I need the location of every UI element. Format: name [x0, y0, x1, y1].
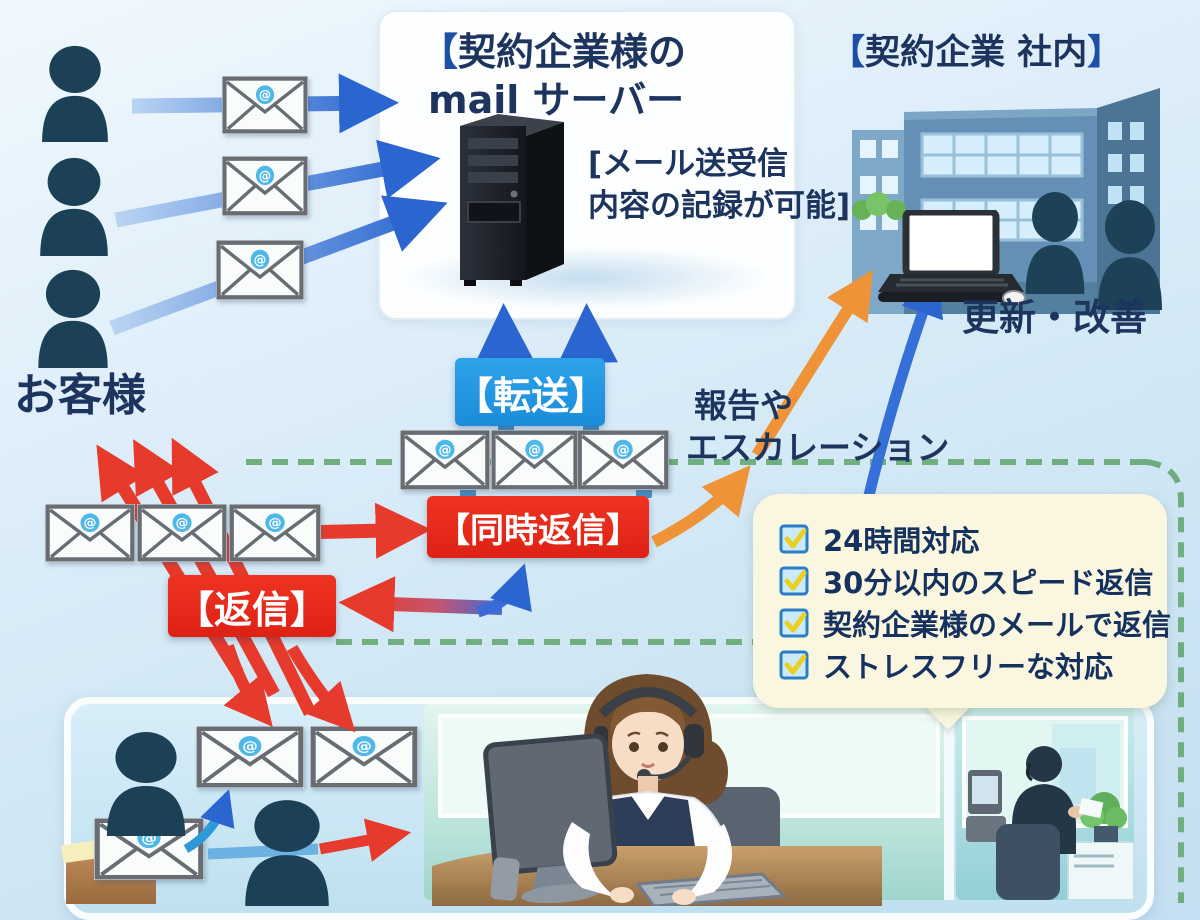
benefit-item: 30分以内のスピード返信 — [779, 560, 1153, 602]
envelope-icon: @ — [222, 76, 308, 134]
update-improve-label: 更新・改善 — [962, 296, 1147, 339]
support-operator-illustration — [432, 674, 882, 906]
staff-person-icon — [1022, 190, 1088, 294]
company-title: 【契約企業 社内】 — [830, 32, 1122, 74]
customer-person-icon — [38, 44, 112, 142]
benefit-item: 契約企業様のメールで返信 — [779, 602, 1171, 644]
svg-text:@: @ — [439, 443, 452, 458]
svg-text:@: @ — [176, 516, 189, 531]
simultaneous-reply-badge: 【同時返信】 — [427, 496, 649, 558]
checkbox-checked-icon — [779, 608, 809, 638]
bush-icon — [852, 192, 906, 220]
checkbox-checked-icon — [779, 524, 809, 554]
back-office-illustration — [962, 716, 1134, 900]
reply-badge: 【返信】 — [168, 575, 336, 637]
svg-text:@: @ — [84, 516, 97, 531]
envelope-icon: @ — [229, 504, 321, 562]
svg-text:@: @ — [356, 738, 372, 754]
envelope-icon: @ — [222, 156, 308, 216]
envelope-icon: @ — [137, 504, 227, 562]
operator-person-icon — [240, 798, 334, 906]
benefit-label: 24時間対応 — [823, 524, 980, 558]
open-bracket: 【 — [420, 30, 459, 74]
benefit-item: ストレスフリーな対応 — [779, 644, 1141, 686]
mail-server-title-line2: mail サーバー — [428, 78, 685, 122]
envelope-icon: @ — [196, 726, 304, 788]
benefits-bubble: 24時間対応 30分以内のスピード返信 契約企業様のメールで返信 ストレスフリー… — [753, 494, 1171, 708]
svg-text:@: @ — [259, 168, 271, 183]
svg-text:@: @ — [528, 443, 541, 458]
envelope-icon: @ — [216, 240, 304, 300]
customer-person-icon — [36, 156, 112, 256]
benefit-item: 24時間対応 — [779, 518, 1141, 560]
benefit-label: 契約企業様のメールで返信 — [823, 608, 1172, 642]
open-bracket: 【 — [830, 33, 866, 73]
operator-person-icon — [102, 730, 190, 836]
server-tower-icon — [460, 114, 564, 286]
mail-server-title-line1: 【契約企業様の — [420, 30, 686, 76]
svg-text:@: @ — [254, 253, 267, 268]
forward-badge: 【転送】 — [455, 358, 608, 426]
report-label-line2: エスカレーション — [686, 428, 950, 467]
forward-badge-label: 【転送】 — [455, 373, 608, 418]
company-title-text: 契約企業 社内 — [865, 33, 1088, 73]
svg-text:@: @ — [259, 87, 271, 102]
connector-tab — [636, 488, 652, 498]
scene-divider — [944, 704, 954, 900]
envelope-icon: @ — [400, 430, 490, 490]
connector-tab — [583, 424, 599, 434]
customer-person-icon — [34, 268, 112, 368]
close-bracket: 】 — [1087, 33, 1123, 73]
benefit-label: ストレスフリーな対応 — [823, 650, 1114, 684]
svg-text:@: @ — [268, 516, 281, 531]
simultaneous-reply-badge-label: 【同時返信】 — [436, 510, 640, 551]
report-label-line1b: 報告や — [694, 386, 793, 425]
envelope-icon: @ — [491, 430, 578, 490]
reply-badge-label: 【返信】 — [175, 587, 328, 632]
connector-tab — [460, 488, 476, 498]
staff-person-icon — [1094, 198, 1166, 310]
server-note-line2: 内容の記録が可能] — [588, 188, 851, 224]
server-note-line1: [メール送受信 — [588, 146, 789, 182]
envelope-icon: @ — [577, 430, 669, 490]
checkbox-checked-icon — [779, 566, 809, 596]
connector-tab — [498, 424, 514, 434]
mail-server-title-text: 契約企業様の — [458, 30, 687, 74]
envelope-icon: @ — [45, 504, 135, 562]
checkbox-checked-icon — [779, 650, 809, 680]
laptop-icon — [878, 210, 1026, 306]
svg-text:@: @ — [616, 443, 629, 458]
svg-text:@: @ — [242, 738, 258, 754]
customers-label: お客様 — [14, 370, 146, 421]
benefit-label: 30分以内のスピード返信 — [823, 566, 1154, 600]
envelope-icon: @ — [310, 726, 418, 788]
